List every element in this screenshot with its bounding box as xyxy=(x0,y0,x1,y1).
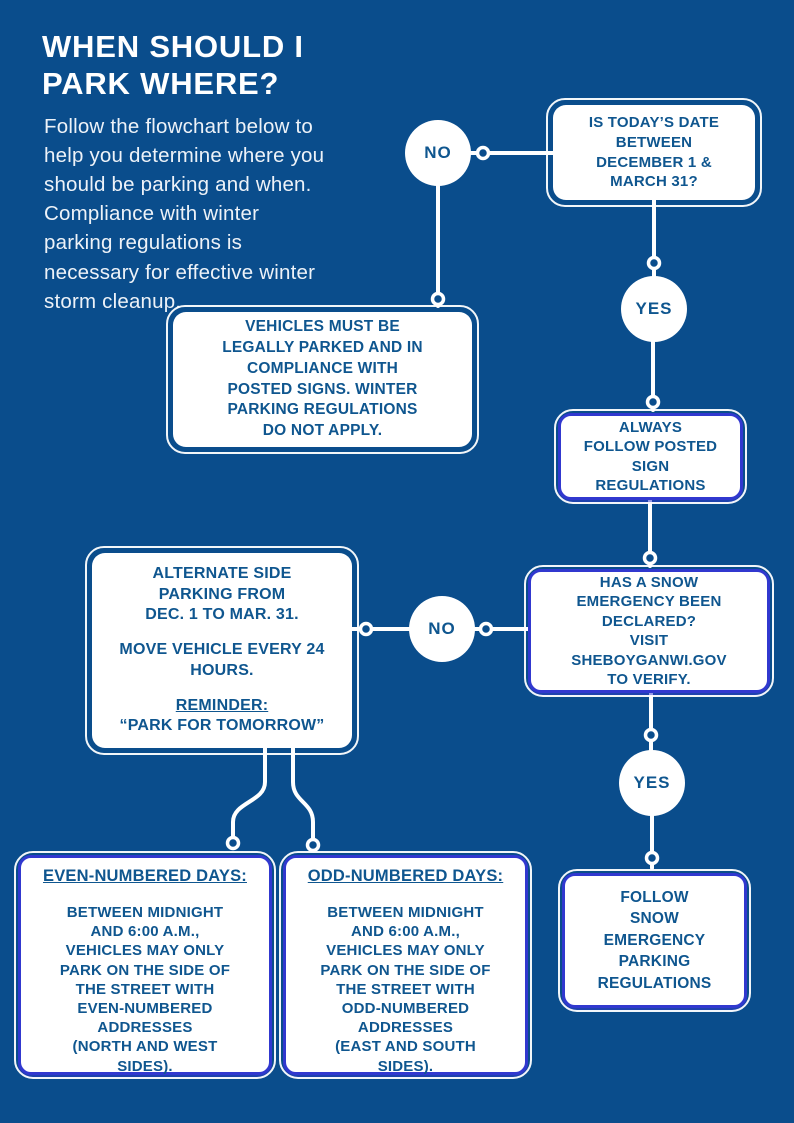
page-title: WHEN SHOULD I PARK WHERE? xyxy=(42,29,304,102)
alternate-side-reminder-heading: REMINDER: xyxy=(176,696,268,717)
result-box-snow-emergency-rules: FOLLOW SNOW EMERGENCY PARKING REGULATION… xyxy=(558,869,751,1012)
no-label: NO xyxy=(424,143,452,162)
decision-box-date-text: IS TODAY’S DATE BETWEEN DECEMBER 1 & MAR… xyxy=(588,113,720,191)
alternate-side-dates: ALTERNATE SIDE PARKING FROM DEC. 1 TO MA… xyxy=(145,564,299,624)
yes-label: YES xyxy=(635,299,673,318)
yes-circle-snow: YES xyxy=(619,750,685,816)
no-circle-snow: NO xyxy=(409,596,475,662)
reminder-label: REMINDER: xyxy=(175,696,269,714)
alternate-side-move: MOVE VEHICLE EVERY 24 HOURS. xyxy=(119,641,325,679)
result-box-vehicles-legal: VEHICLES MUST BE LEGALLY PARKED AND IN C… xyxy=(166,305,479,454)
decision-box-snow-emergency: HAS A SNOW EMERGENCY BEEN DECLARED? VISI… xyxy=(524,565,774,697)
result-box-posted-signs: ALWAYS FOLLOW POSTED SIGN REGULATIONS xyxy=(554,409,747,504)
result-box-vehicles-legal-text: VEHICLES MUST BE LEGALLY PARKED AND IN C… xyxy=(222,317,423,440)
result-box-posted-signs-text: ALWAYS FOLLOW POSTED SIGN REGULATIONS xyxy=(583,418,718,495)
even-days-heading: EVEN-NUMBERED DAYS: xyxy=(43,867,247,885)
odd-days-heading: ODD-NUMBERED DAYS: xyxy=(307,867,504,885)
no-label: NO xyxy=(428,619,456,638)
no-circle-date: NO xyxy=(405,120,471,186)
intro-text: Follow the flowchart below to help you d… xyxy=(44,115,325,313)
even-days-body: BETWEEN MIDNIGHT AND 6:00 A.M., VEHICLES… xyxy=(59,904,231,1075)
result-box-snow-emergency-rules-text: FOLLOW SNOW EMERGENCY PARKING REGULATION… xyxy=(597,889,712,992)
result-box-odd-days: ODD-NUMBERED DAYS: BETWEEN MIDNIGHT AND … xyxy=(279,851,532,1079)
yes-circle-date: YES xyxy=(621,276,687,342)
decision-box-snow-emergency-text: HAS A SNOW EMERGENCY BEEN DECLARED? VISI… xyxy=(571,573,727,689)
yes-label: YES xyxy=(633,773,671,792)
result-box-alternate-side: ALTERNATE SIDE PARKING FROM DEC. 1 TO MA… xyxy=(85,546,359,755)
decision-box-date: IS TODAY’S DATE BETWEEN DECEMBER 1 & MAR… xyxy=(546,98,762,207)
odd-days-body: BETWEEN MIDNIGHT AND 6:00 A.M., VEHICLES… xyxy=(320,904,491,1075)
result-box-even-days: EVEN-NUMBERED DAYS: BETWEEN MIDNIGHT AND… xyxy=(14,851,276,1079)
alternate-side-reminder-text: “PARK FOR TOMORROW” xyxy=(119,717,325,735)
